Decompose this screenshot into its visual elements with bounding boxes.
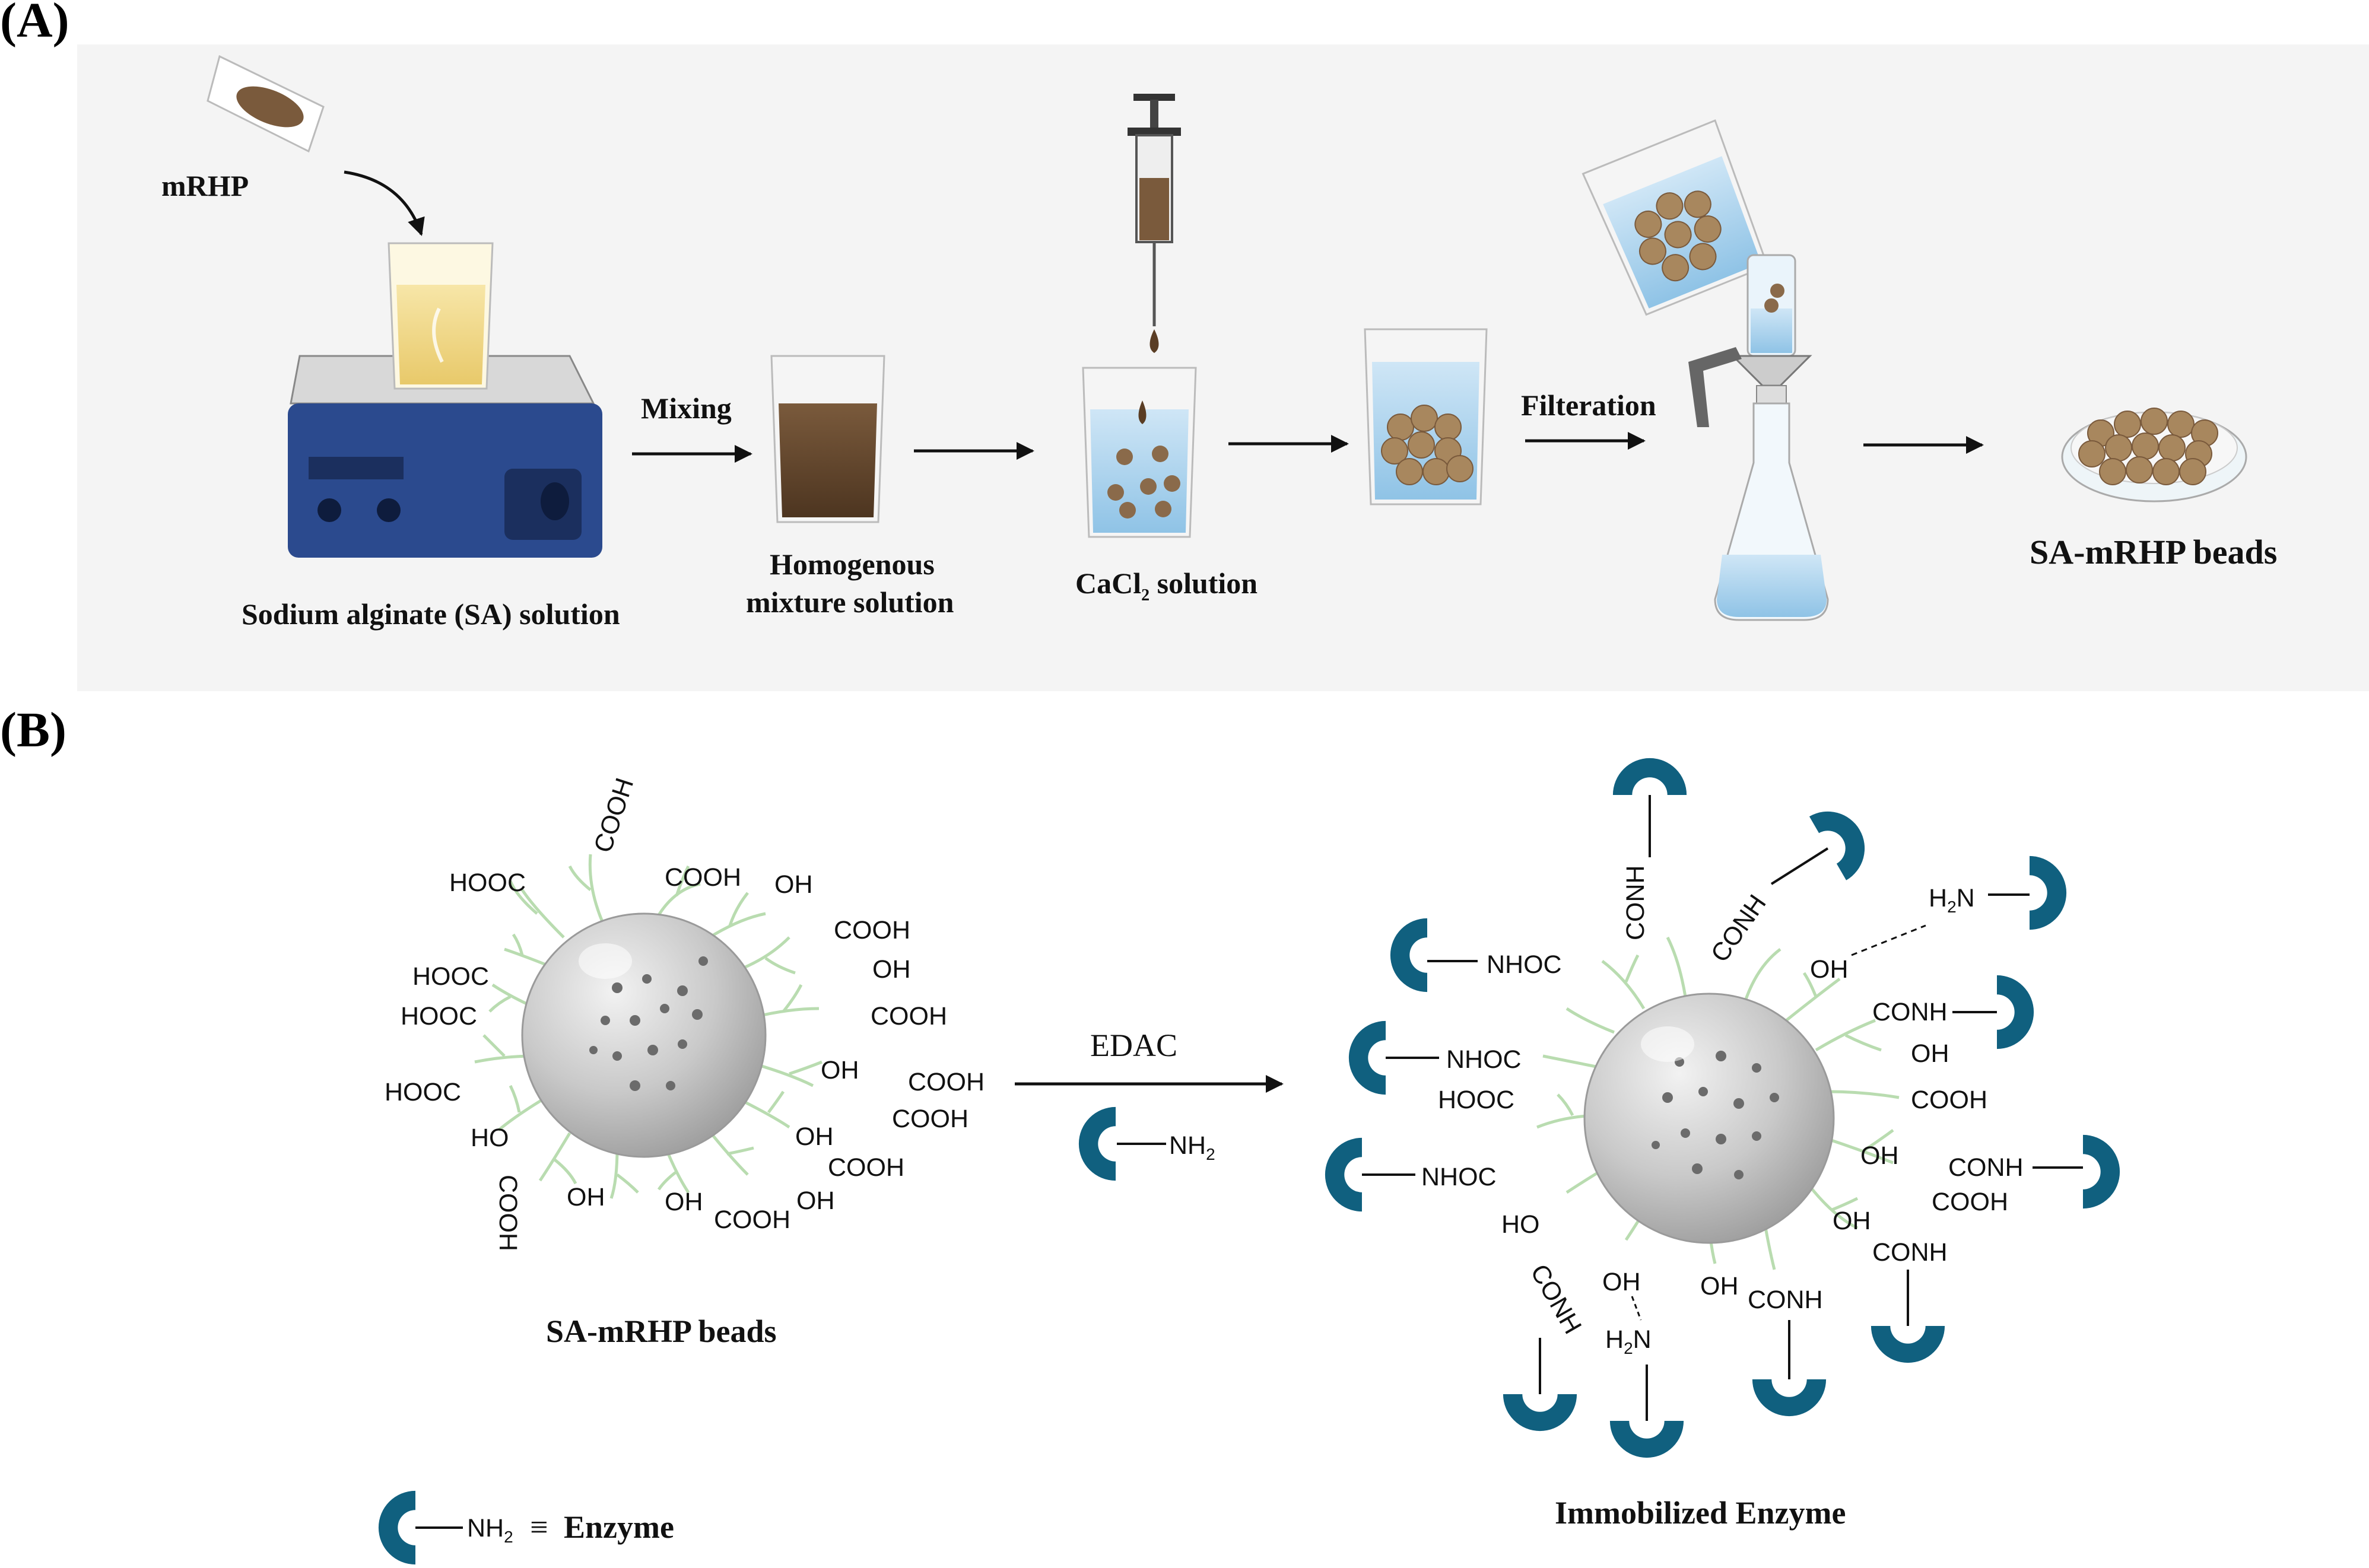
reagent-enzyme-icon: [1078, 1106, 1166, 1181]
right-group-ho: HO: [1501, 1210, 1540, 1239]
edac-label: EDAC: [1090, 1028, 1177, 1063]
right-group-oh-6: OH: [1700, 1272, 1739, 1300]
panel-b-label: (B): [0, 702, 66, 758]
left-group-cooh-13: COOH: [892, 1105, 968, 1133]
legend-equiv-symbol: ≡: [530, 1509, 548, 1545]
sa-mrhp-beads-caption-b: SA-mRHP beads: [546, 1313, 777, 1349]
left-group-oh-20: OH: [796, 1187, 835, 1215]
homogenous-mixture-beaker-icon: [770, 355, 885, 523]
reagent-nh2-label: NH2: [1169, 1131, 1215, 1163]
filtration-apparatus-icon: [1688, 254, 1829, 621]
right-group-oh-2: OH: [1911, 1039, 1949, 1068]
homogenous-label-line2: mixture solution: [746, 586, 954, 619]
left-group-cooh-8: COOH: [871, 1002, 947, 1031]
left-bead-sphere: [521, 912, 767, 1158]
left-group-ho-12: HO: [471, 1124, 509, 1152]
left-group-hooc-9: HOOC: [385, 1078, 461, 1106]
right-group-hooc: HOOC: [1438, 1086, 1514, 1114]
panel-a-label: (A): [0, 0, 69, 48]
left-group-oh-10: OH: [821, 1056, 859, 1084]
mixing-label: Mixing: [641, 392, 732, 425]
cacl2-label: CaCl2 solution: [1075, 567, 1257, 605]
right-group-h2n-bottom: H2N: [1605, 1325, 1652, 1357]
homogenous-label-line1: Homogenous: [770, 548, 935, 581]
left-group-cooh-4: COOH: [834, 916, 910, 944]
left-group-hooc-7: HOOC: [401, 1002, 477, 1031]
legend-enzyme-label: Enzyme: [564, 1509, 674, 1545]
left-group-oh-3: OH: [774, 870, 813, 899]
syringe-icon: [1128, 94, 1181, 353]
petri-dish-beads-icon: [2061, 408, 2247, 502]
right-group-nhoc-2: NHOC: [1446, 1045, 1522, 1074]
legend-nh2: NH2: [467, 1514, 513, 1546]
cacl2-beaker-icon: [1082, 367, 1197, 538]
right-group-oh-1: OH: [1810, 955, 1849, 984]
mrhp-label: mRHP: [161, 169, 249, 202]
beads-in-solution-beaker-icon: [1364, 328, 1488, 505]
right-group-h2n-top: H2N: [1929, 884, 1975, 916]
left-group-hooc-1: HOOC: [449, 869, 526, 897]
immobilized-enzyme-caption: Immobilized Enzyme: [1555, 1495, 1846, 1531]
right-group-conh-top: CONH: [1621, 865, 1650, 940]
left-group-oh-5: OH: [872, 955, 911, 984]
left-group-cooh-top: COOH: [589, 775, 640, 857]
filtration-label: Filteration: [1521, 389, 1656, 422]
legend-enzyme-icon: [378, 1490, 463, 1565]
right-group-cooh-2: COOH: [1932, 1188, 2008, 1216]
sa-beaker-icon: [388, 242, 494, 390]
right-bead-enzymes: [1325, 758, 2120, 1458]
right-group-conh-mid: CONH: [1948, 1153, 2024, 1182]
left-group-cooh-2: COOH: [665, 863, 741, 892]
left-group-oh-17: OH: [567, 1183, 605, 1211]
mrhp-packet-icon: [207, 55, 325, 153]
right-group-conh-right: CONH: [1872, 998, 1948, 1026]
sa-solution-label: Sodium alginate (SA) solution: [242, 597, 620, 631]
right-group-cooh-1: COOH: [1911, 1086, 1987, 1114]
left-group-cooh-16: COOH: [494, 1175, 522, 1251]
left-group-oh-14: OH: [795, 1122, 834, 1151]
left-group-hooc-6: HOOC: [412, 962, 489, 991]
mrhp-arrow: [344, 170, 425, 236]
sa-mrhp-beads-label-a: SA-mRHP beads: [2030, 533, 2277, 571]
left-group-cooh-15: COOH: [828, 1153, 904, 1182]
right-group-oh-4: OH: [1833, 1207, 1871, 1235]
right-group-conh-slanted: CONH: [1706, 889, 1772, 967]
right-group-conh-low: CONH: [1872, 1238, 1948, 1267]
right-group-nhoc-1: NHOC: [1487, 950, 1562, 979]
right-group-nhoc-3: NHOC: [1421, 1163, 1497, 1191]
right-group-conh-bottom-left: CONH: [1525, 1260, 1587, 1339]
right-bead-chains: [1536, 936, 1900, 1270]
left-group-cooh-11: COOH: [908, 1068, 985, 1096]
left-group-cooh-19: COOH: [714, 1206, 790, 1234]
left-group-oh-18: OH: [665, 1188, 703, 1216]
right-group-oh-3: OH: [1860, 1141, 1899, 1170]
right-group-oh-5: OH: [1602, 1268, 1641, 1296]
hotplate-stirrer-icon: [288, 355, 602, 558]
pouring-beaker-icon: [1582, 119, 1769, 316]
right-group-conh-bottom: CONH: [1748, 1286, 1823, 1314]
right-bead-sphere: [1583, 993, 1835, 1244]
